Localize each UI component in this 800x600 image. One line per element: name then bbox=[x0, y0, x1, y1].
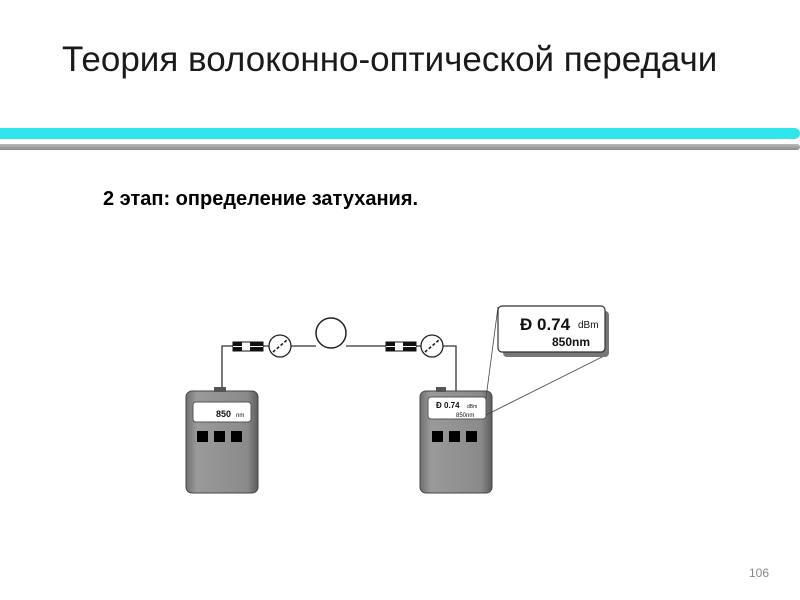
device-screen bbox=[427, 396, 487, 420]
connector-right bbox=[385, 341, 417, 352]
device-button bbox=[231, 431, 242, 442]
device-screen bbox=[192, 401, 252, 423]
mode-filter-left bbox=[268, 334, 292, 358]
device-button bbox=[214, 431, 225, 442]
device-button bbox=[432, 431, 443, 442]
callout-unit: dBm bbox=[578, 320, 599, 331]
callout-reading: Ð 0.74 bbox=[520, 315, 571, 334]
light-source-device: 850 nm bbox=[185, 387, 259, 494]
mode-filter-right bbox=[420, 334, 444, 358]
slide-title: Теория волоконно-оптической передачи bbox=[62, 40, 718, 79]
right-wavelength: 850nm bbox=[456, 413, 474, 419]
right-reading-unit: dBm bbox=[467, 404, 477, 410]
left-wavelength: 850 bbox=[216, 409, 231, 419]
left-unit: nm bbox=[236, 413, 244, 419]
fiber-cable bbox=[221, 345, 457, 392]
device-button bbox=[197, 431, 208, 442]
callout-pointer bbox=[485, 306, 607, 416]
power-meter-device: Ð 0.74 dBm 850nm bbox=[419, 387, 493, 494]
callout-display: Ð 0.74 dBm 850nm bbox=[497, 305, 609, 357]
device-button bbox=[466, 431, 477, 442]
divider-bar bbox=[0, 144, 800, 150]
page-number: 106 bbox=[749, 566, 770, 580]
connector-left bbox=[232, 341, 264, 352]
accent-bar bbox=[0, 128, 800, 139]
fiber-spool-icon bbox=[315, 317, 347, 349]
right-reading: Ð 0.74 bbox=[436, 401, 460, 410]
device-button bbox=[449, 431, 460, 442]
callout-wavelength: 850nm bbox=[552, 335, 590, 349]
slide-subtitle: 2 этап: определение затухания. bbox=[103, 188, 419, 210]
